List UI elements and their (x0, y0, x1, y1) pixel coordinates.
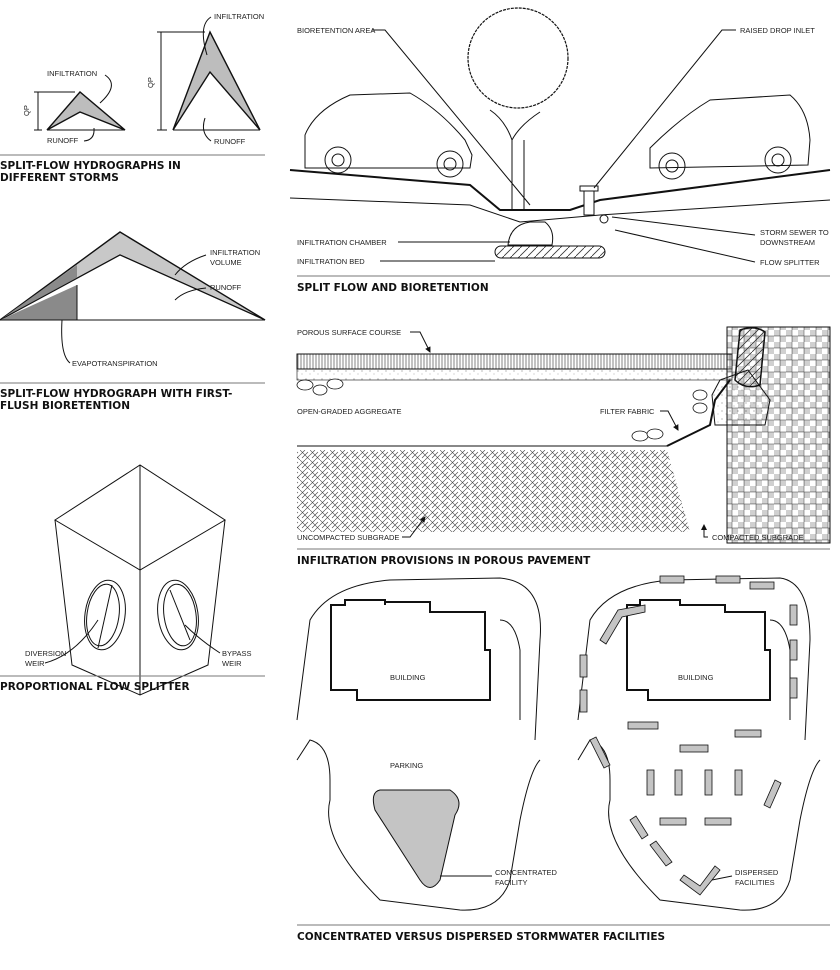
building-label-right: BUILDING (678, 673, 714, 682)
bioretention-panel: BIORETENTION AREA RAISED DROP INLET INFI… (289, 7, 831, 294)
infiltration-label-large: INFILTRATION (214, 12, 264, 21)
parking-label: PARKING (390, 761, 423, 770)
bioretention-area-label: BIORETENTION AREA (297, 26, 375, 35)
infiltration-volume-label-2: VOLUME (210, 258, 242, 267)
dispersed-facilities-label-2: FACILITIES (735, 878, 775, 887)
raised-drop-inlet-label: RAISED DROP INLET (740, 26, 815, 35)
diversion-weir-label-2: WEIR (25, 659, 45, 668)
infiltration-chamber-label: INFILTRATION CHAMBER (297, 238, 387, 247)
car-left (304, 92, 473, 178)
large-hydrograph: QP INFILTRATION RUNOFF (146, 12, 264, 146)
small-hydrograph: QP INFILTRATION RUNOFF (22, 69, 126, 145)
diversion-weir-label-1: DIVERSION (25, 649, 66, 658)
first-flush-panel: INFILTRATION VOLUME RUNOFF EVAPOTRANSPIR… (0, 231, 266, 412)
building-label-left: BUILDING (390, 673, 426, 682)
facilities-panel: BUILDING PARKING CONCENTRATED FACILITY (296, 575, 830, 943)
concentrated-facility-label-1: CONCENTRATED (495, 868, 558, 877)
storm-sewer-label-2: DOWNSTREAM (760, 238, 815, 247)
car-right (649, 94, 811, 180)
hydrographs-panel: QP INFILTRATION RUNOFF QP INFILTRATION R… (0, 12, 265, 184)
evapotranspiration-label: EVAPOTRANSPIRATION (72, 359, 158, 368)
porous-title: INFILTRATION PROVISIONS IN POROUS PAVEME… (297, 555, 591, 567)
infiltration-bed-label: INFILTRATION BED (297, 257, 365, 266)
first-flush-title-line2: FLUSH BIORETENTION (0, 400, 130, 412)
surface-course-label: POROUS SURFACE COURSE (297, 328, 401, 337)
hydrographs-title-line2: DIFFERENT STORMS (0, 172, 119, 184)
uncompacted-subgrade-label: UNCOMPACTED SUBGRADE (297, 533, 399, 542)
infiltration-label-small: INFILTRATION (47, 69, 97, 78)
concentrated-facility-label-2: FACILITY (495, 878, 528, 887)
infiltration-volume-label-1: INFILTRATION (210, 248, 260, 257)
facilities-title: CONCENTRATED VERSUS DISPERSED STORMWATER… (297, 931, 665, 943)
filter-fabric-label: FILTER FABRIC (600, 407, 655, 416)
concentrated-site: BUILDING PARKING CONCENTRATED FACILITY (296, 577, 558, 911)
flow-splitter-panel: DIVERSION WEIR BYPASS WEIR PROPORTIONAL … (0, 464, 265, 696)
compacted-subgrade-label: COMPACTED SUBGRADE (712, 533, 804, 542)
tree (467, 7, 569, 210)
first-flush-title-line1: SPLIT-FLOW HYDROGRAPH WITH FIRST- (0, 388, 232, 400)
dispersed-facility-cells (579, 575, 798, 896)
bypass-weir-label-1: BYPASS (222, 649, 251, 658)
hydrographs-title-line1: SPLIT-FLOW HYDROGRAPHS IN (0, 160, 181, 172)
storm-sewer-label-1: STORM SEWER TO (760, 228, 829, 237)
bypass-weir-label-2: WEIR (222, 659, 242, 668)
splitter-title: PROPORTIONAL FLOW SPLITTER (0, 681, 190, 693)
flow-splitter-label: FLOW SPLITTER (760, 258, 820, 267)
runoff-label-large: RUNOFF (214, 137, 246, 146)
bioretention-title: SPLIT FLOW AND BIORETENTION (297, 282, 489, 294)
porous-pavement-panel: POROUS SURFACE COURSE OPEN-GRADED AGGREG… (296, 326, 831, 567)
dispersed-site: BUILDING DISPERSED FACILITIES (577, 575, 821, 911)
aggregate-stones (296, 378, 708, 442)
qp-label-large: QP (146, 77, 155, 88)
runoff-label-small: RUNOFF (47, 136, 79, 145)
aggregate-label: OPEN-GRADED AGGREGATE (297, 407, 401, 416)
dispersed-facilities-label-1: DISPERSED (735, 868, 779, 877)
runoff-label: RUNOFF (210, 283, 242, 292)
qp-label-small: QP (22, 105, 31, 116)
